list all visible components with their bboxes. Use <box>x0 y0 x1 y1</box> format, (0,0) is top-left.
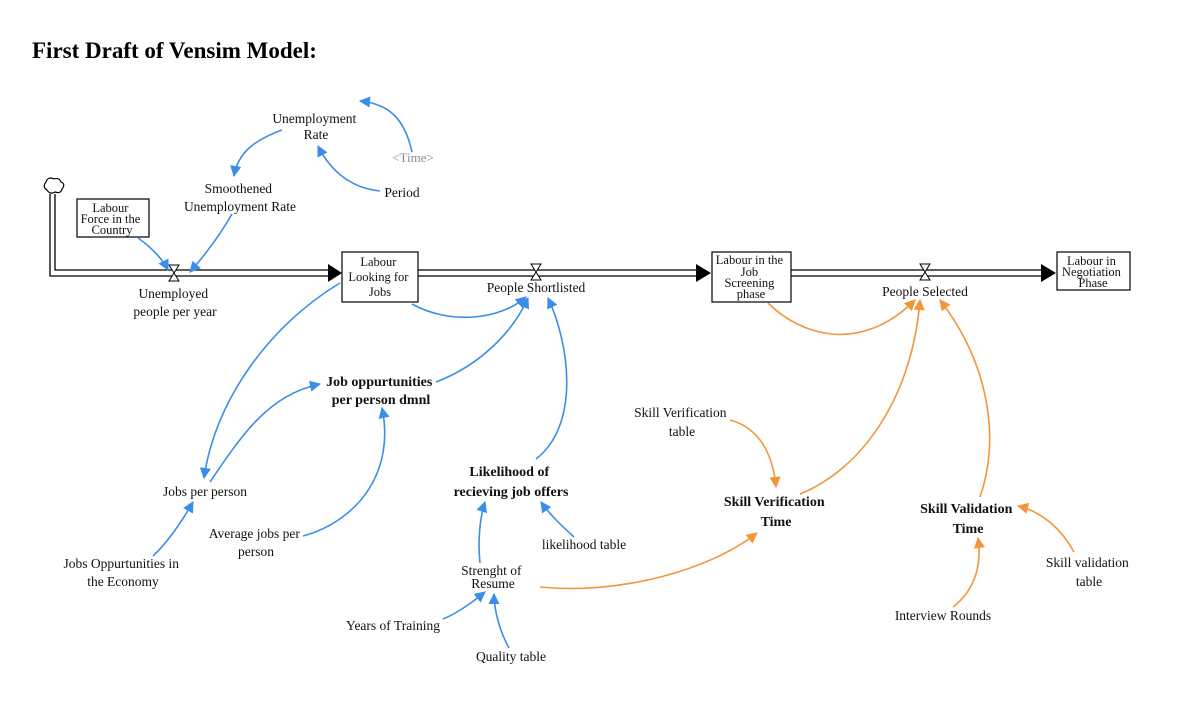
stock-label-line: Phase <box>1078 276 1108 290</box>
var-years-of-training: Years of Training <box>346 618 440 633</box>
var-period: Period <box>384 185 419 200</box>
var-skill-verification-table: Skill Verification table <box>634 405 730 439</box>
stock-labour-looking-for-jobs: Labour Looking for Jobs <box>341 251 419 303</box>
var-quality-table: Quality table <box>476 649 546 664</box>
stock-label-line: Jobs <box>369 285 391 299</box>
link-job-opp-to-people-shortlisted <box>435 296 530 383</box>
link-skill-val-time-to-people-selected <box>939 299 991 498</box>
flow-pipe-shortlisted <box>418 264 711 282</box>
flow-pipe-unemployed <box>49 194 342 282</box>
link-unemployment-rate-to-smoothened <box>230 129 283 178</box>
valve-icon <box>919 263 931 281</box>
var-skill-validation-table: Skill validation table <box>1046 555 1132 589</box>
stock-labour-negotiation: Labour in Negotiation Phase <box>1056 251 1131 291</box>
var-interview-rounds: Interview Rounds <box>895 608 991 623</box>
stock-labour-force: Labour Force in the Country <box>76 198 150 238</box>
stock-label-line: Screening <box>724 276 775 290</box>
stock-label-line: Labour in the <box>716 253 784 267</box>
var-unemployment-rate: Unemployment Rate <box>272 111 359 142</box>
link-jobs-per-person-to-job-opp <box>209 380 322 483</box>
var-jobs-oppurtunities-economy: Jobs Oppurtunities in the Economy <box>64 556 183 589</box>
var-skill-validation-time: Skill Validation Time <box>920 502 1016 537</box>
var-strength-of-resume: Strenght of Resume <box>461 563 525 591</box>
stock-label-line: Force in the <box>81 212 141 226</box>
link-interview-rounds-to-skill-val-time <box>952 536 986 608</box>
flow-unemployed-label: Unemployed people per year <box>133 286 217 319</box>
stock-label-line: Country <box>92 223 134 237</box>
link-likelihood-to-people-shortlisted <box>535 296 568 460</box>
link-labour-looking-to-people-shortlisted <box>411 296 527 319</box>
var-smoothened-unemployment-rate: Smoothened Unemployment Rate <box>184 181 296 214</box>
link-quality-table-to-strength <box>488 592 510 649</box>
page-title: First Draft of Vensim Model: <box>32 38 317 63</box>
stock-label-line: Labour <box>360 255 397 269</box>
link-skill-val-table-to-skill-val-time <box>1016 502 1075 553</box>
var-time-shadow: <Time> <box>392 150 434 165</box>
stock-labour-screening: Labour in the Job Screening phase <box>711 251 792 303</box>
link-smoothened-to-unemployed <box>189 213 233 273</box>
link-skill-ver-time-to-people-selected <box>799 298 925 495</box>
stock-label-line: Job <box>741 265 758 279</box>
flow-pipe-selected <box>791 264 1056 282</box>
stock-label-line: Labour in <box>1067 254 1117 268</box>
var-average-jobs-per-person: Average jobs per person <box>209 526 304 559</box>
var-likelihood-table: likelihood table <box>542 537 626 552</box>
valve-icon <box>530 263 542 281</box>
stock-label-line: Looking for <box>348 270 409 284</box>
stock-label-line: Labour <box>92 201 129 215</box>
link-labour-looking-to-jobs-per-person <box>199 282 341 480</box>
link-period-to-unemployment-rate <box>317 144 381 192</box>
stock-label-line: Negotiation <box>1062 265 1122 279</box>
link-likelihood-table-to-likelihood <box>540 501 575 538</box>
stock-label-line: phase <box>737 287 766 301</box>
cloud-source-icon <box>43 177 65 194</box>
link-skill-ver-table-to-skill-ver-time <box>729 419 781 489</box>
link-strength-to-skill-ver-time <box>539 532 758 590</box>
svg-text:Labour in Negotiation: Labour in Negotiation Phase <box>1062 254 1124 290</box>
var-jobs-per-person: Jobs per person <box>163 484 247 499</box>
link-strength-to-likelihood <box>476 500 488 564</box>
svg-text:Labour Force in the: Labour Force in the Country <box>81 201 144 237</box>
var-skill-verification-time: Skill Verification Time <box>724 495 828 530</box>
var-likelihood-job-offers: Likelihood of recieving job offers <box>454 465 569 500</box>
flow-people-selected-label: People Selected <box>882 284 968 299</box>
valve-icon <box>168 264 180 282</box>
flow-people-shortlisted-label: People Shortlisted <box>487 280 586 295</box>
link-screening-to-people-selected <box>767 299 916 336</box>
link-years-training-to-strength <box>442 591 486 620</box>
link-jobs-opp-economy-to-jobs-per-person <box>152 501 194 557</box>
link-time-to-unemployment-rate <box>358 96 413 153</box>
var-job-oppurtunities: Job oppurtunities per person dmnl <box>326 375 436 408</box>
link-average-jobs-to-job-opp <box>302 406 390 537</box>
svg-text:Labour in the Job: Labour in the Job Screening phase <box>716 253 786 301</box>
link-labour-force-to-unemployed <box>137 237 169 272</box>
svg-text:Labour Looking for: Labour Looking for Jobs <box>348 255 411 299</box>
